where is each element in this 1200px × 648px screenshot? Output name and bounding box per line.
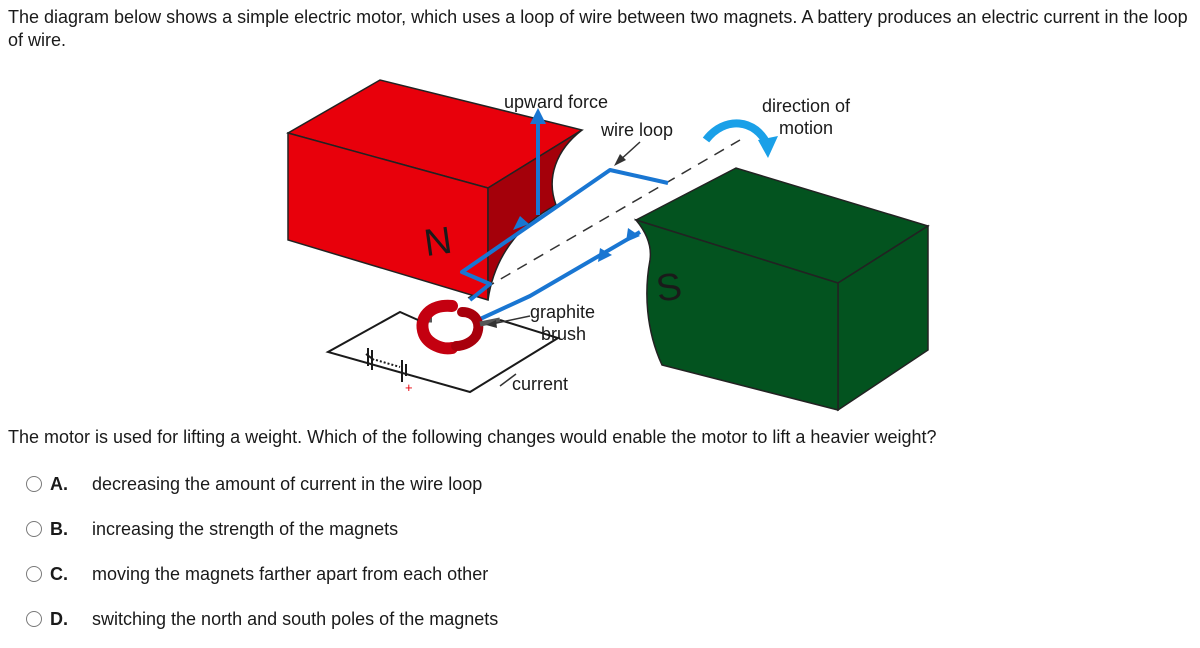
current-arrow-head — [513, 216, 529, 230]
graphite-brush-label-line1: graphite — [530, 302, 595, 322]
graphite-brush-pointer — [491, 315, 531, 325]
south-pole-label: S — [653, 266, 684, 311]
commutator — [416, 299, 501, 355]
intro-text: The diagram below shows a simple electri… — [8, 7, 1188, 50]
choice-letter: C. — [50, 563, 68, 584]
choice-b[interactable]: B. increasing the strength of the magnet… — [26, 517, 398, 541]
direction-of-motion-label-line1: direction of — [762, 96, 851, 116]
choice-text: switching the north and south poles of t… — [92, 608, 499, 629]
choice-letter: D. — [50, 608, 68, 629]
choice-d[interactable]: D. switching the north and south poles o… — [26, 607, 498, 631]
radio-button-icon[interactable] — [26, 476, 42, 492]
direction-of-motion-label-line2: motion — [779, 118, 833, 138]
upward-force-arrow-head — [530, 108, 546, 124]
current-pointer — [499, 373, 517, 387]
choice-letter: A. — [50, 473, 68, 494]
wire-loop-pointer-head — [614, 154, 626, 166]
north-magnet — [286, 79, 584, 302]
battery — [365, 348, 407, 382]
question-text: The motor is used for lifting a weight. … — [8, 427, 937, 447]
north-pole-label: N — [422, 220, 455, 265]
current-arrow-head — [598, 248, 612, 262]
direction-of-motion-arrow-head — [758, 136, 778, 158]
choice-text: increasing the strength of the magnets — [92, 518, 399, 539]
rotation-axis — [467, 139, 741, 299]
radio-button-icon[interactable] — [26, 566, 42, 582]
radio-button-icon[interactable] — [26, 611, 42, 627]
graphite-brush-label-line2: brush — [541, 324, 586, 344]
choice-a[interactable]: A. decreasing the amount of current in t… — [26, 472, 482, 496]
upward-force-label: upward force — [504, 92, 608, 112]
current-arrow-head — [626, 228, 640, 242]
choice-text: moving the magnets farther apart from ea… — [92, 563, 489, 584]
choice-letter: B. — [50, 518, 68, 539]
choice-c[interactable]: C. moving the magnets farther apart from… — [26, 562, 488, 586]
south-magnet — [633, 167, 930, 412]
radio-button-icon[interactable] — [26, 521, 42, 537]
battery-plus-label: + — [405, 380, 413, 395]
graphite-brush-pointer-head — [486, 320, 497, 328]
direction-of-motion-arrow — [702, 119, 772, 148]
wire-loop-label: wire loop — [600, 120, 673, 140]
current-label: current — [512, 374, 568, 394]
electric-motor-diagram: + upward force wire loop direction of mo… — [286, 79, 930, 412]
choice-text: decreasing the amount of current in the … — [92, 473, 483, 494]
battery-circuit — [325, 310, 561, 394]
